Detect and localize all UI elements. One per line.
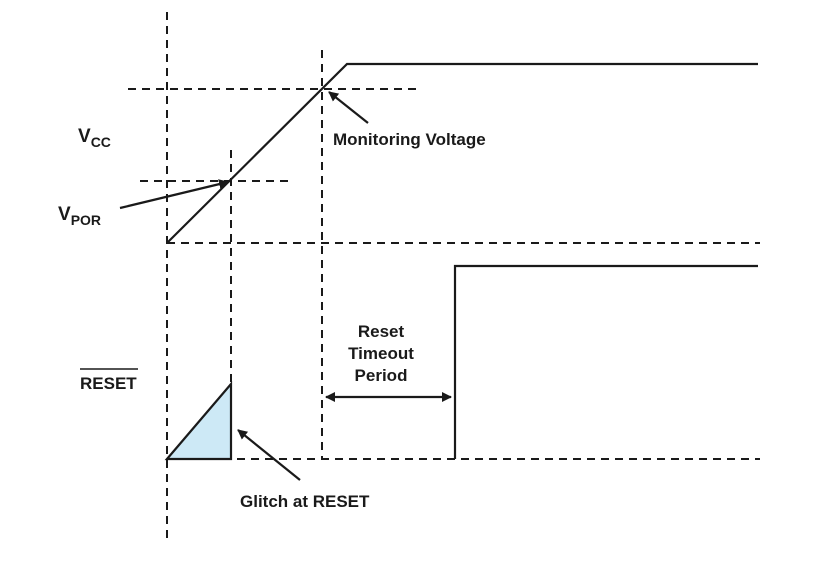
monitoring-voltage-pointer-arrow	[328, 91, 369, 124]
monitoring-voltage-label: Monitoring Voltage	[333, 130, 486, 149]
vcc-subscript: CC	[91, 134, 111, 150]
reset-waveform	[453, 264, 758, 459]
glitch-triangle	[164, 381, 233, 461]
vcc-label: VCC	[78, 126, 111, 150]
vcc-waveform	[166, 62, 758, 244]
glitch-pointer-arrow	[237, 429, 301, 481]
vpor-subscript: POR	[71, 212, 101, 228]
glitch-label: Glitch at RESET	[240, 492, 370, 511]
vpor-pointer-arrow	[119, 179, 229, 210]
reset-timeout-label-line2: Timeout	[348, 344, 414, 363]
reset-bar-label: RESET	[80, 374, 137, 393]
vpor-label: VPOR	[58, 204, 101, 228]
reset-timeout-label-line1: Reset	[358, 322, 405, 341]
reset-timeout-label-line3: Period	[355, 366, 408, 385]
